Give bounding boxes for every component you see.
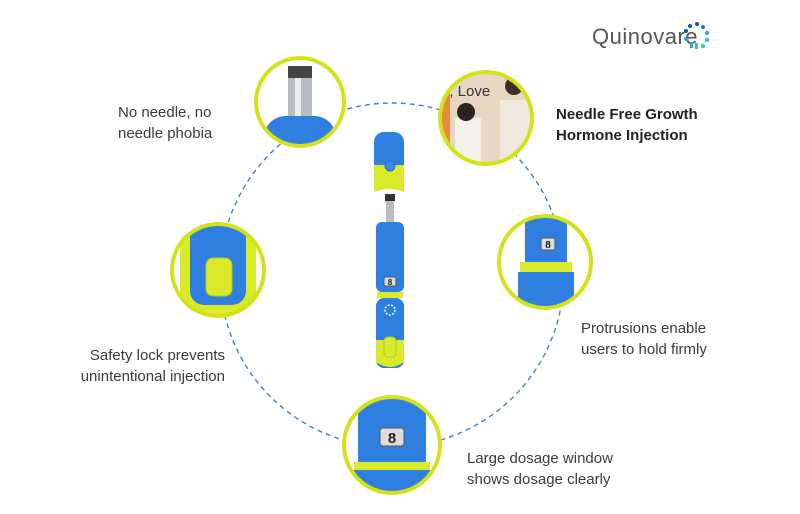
- callout-dosage: Large dosage window shows dosage clearly: [467, 450, 613, 488]
- svg-text:8: 8: [388, 430, 396, 447]
- pen-logo-icon: [384, 304, 396, 316]
- svg-text:8: 8: [545, 240, 551, 251]
- brand-name: Quinovare: [592, 24, 699, 49]
- dosage-window-closeup: 8: [342, 395, 442, 495]
- callout-growth-hormone: Needle Free Growth Hormone Injection: [556, 106, 698, 144]
- injector-pen: 8: [374, 132, 404, 368]
- nozzle-closeup: [254, 56, 346, 148]
- logo-mark-icon: [684, 22, 710, 49]
- svg-text:8: 8: [388, 278, 393, 287]
- protrusions-closeup: 8: [497, 214, 593, 310]
- child-measurement-photo: e, Love: [438, 70, 534, 166]
- callout-safety-lock: Safety lock prevents unintentional injec…: [80, 347, 225, 385]
- callout-protrusions: Protrusions enable users to hold firmly: [581, 320, 707, 358]
- brand-logo: Quinovare: [592, 24, 698, 50]
- safety-lock-closeup: [170, 222, 266, 318]
- callout-no-needle: No needle, no needle phobia: [118, 104, 213, 142]
